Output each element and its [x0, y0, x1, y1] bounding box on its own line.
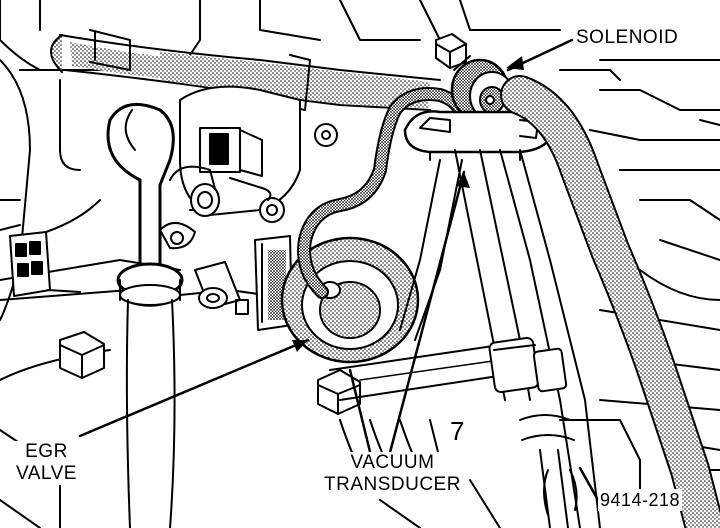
linkage-bar — [329, 336, 568, 401]
hex-bolt-top — [435, 33, 467, 69]
large-vacuum-hose — [500, 75, 720, 528]
leader-lines — [78, 38, 600, 502]
electrical-connector — [9, 199, 101, 297]
upper-coolant-hose — [50, 29, 441, 111]
leader-vacuum-transducer-b — [348, 368, 374, 462]
hex-bolt-center — [317, 369, 361, 415]
dipstick-handle — [106, 102, 175, 267]
label-vacuum-transducer: VACUUM TRANSDUCER — [322, 452, 463, 496]
hose-clamp-lower — [519, 414, 578, 528]
vacuum-hose — [297, 87, 467, 299]
label-vacuum-transducer-line1: VACUUM — [350, 452, 435, 473]
vacuum-transducer — [280, 236, 420, 364]
label-vacuum-transducer-line2: TRANSDUCER — [324, 474, 461, 495]
figure-number: 9414-218 — [598, 489, 683, 511]
label-egr-valve-line2: VALVE — [16, 463, 77, 484]
label-solenoid: SOLENOID — [574, 27, 681, 49]
leader-arrowheads — [292, 56, 524, 352]
label-egr-valve-line1: EGR — [25, 441, 68, 462]
callout-number: 7 — [450, 416, 465, 446]
arrow-vacuum-transducer — [456, 172, 470, 188]
egr-valve-tube — [116, 262, 184, 528]
leader-figure-number — [578, 466, 600, 502]
arrow-egr-valve — [292, 340, 308, 352]
arrow-solenoid — [506, 56, 524, 70]
leader-egr-valve — [78, 338, 310, 438]
leader-vacuum-transducer-a — [386, 170, 466, 462]
label-egr-valve: EGR VALVE — [14, 441, 79, 485]
throttle-body — [159, 85, 338, 315]
hex-bolt-left — [59, 331, 105, 379]
